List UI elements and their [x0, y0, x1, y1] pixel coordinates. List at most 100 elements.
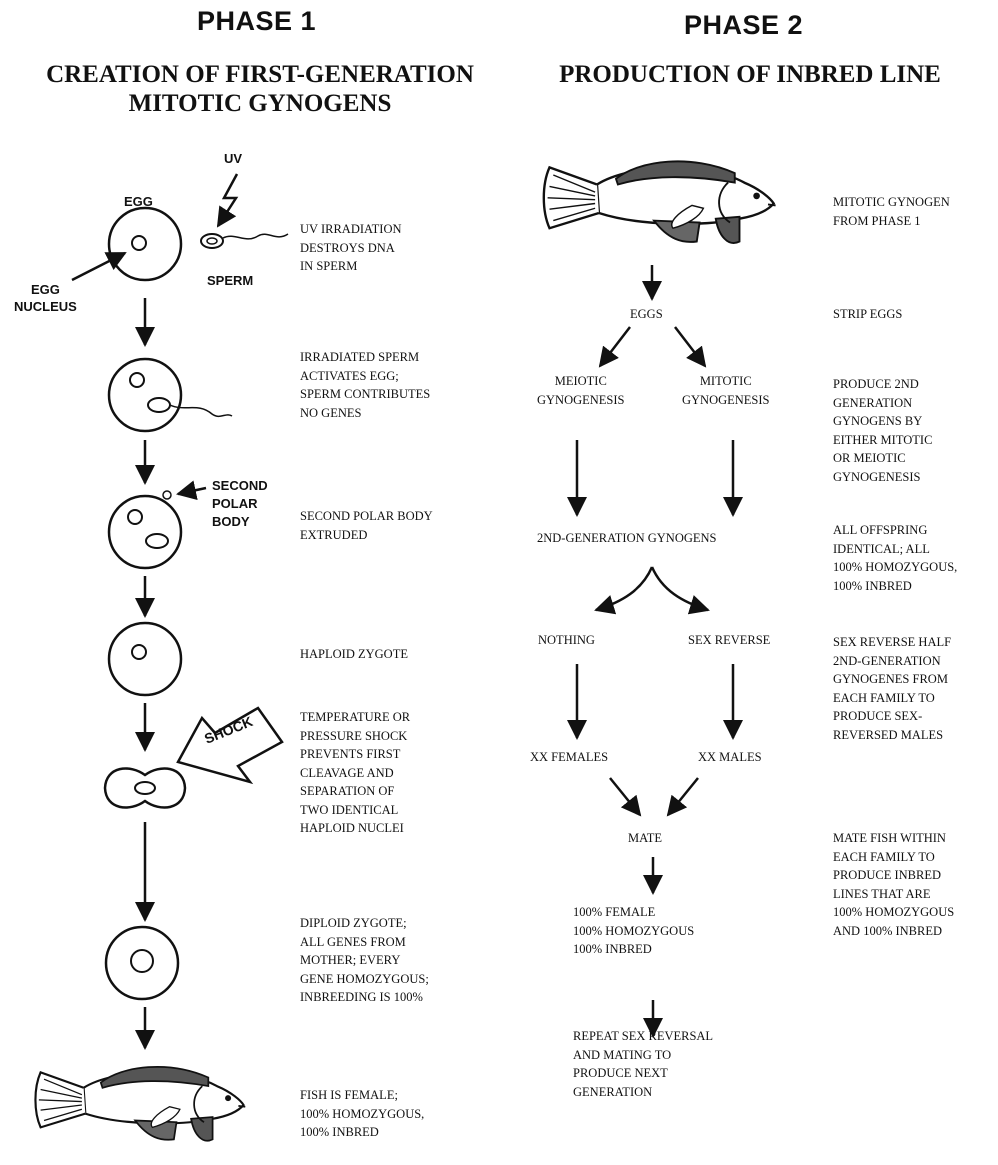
step-sperm-activation: IRRADIATED SPERM ACTIVATES EGG; SPERM CO…	[300, 348, 430, 422]
text-line: PRODUCE INBRED	[833, 868, 941, 882]
text-line: EACH FAMILY TO	[833, 690, 935, 705]
text-line: PRODUCE SEX-	[833, 709, 923, 723]
xx-males-label: XX MALES	[698, 750, 762, 764]
step-polar-body: SECOND POLAR BODY EXTRUDED	[300, 507, 433, 544]
text-line: NO GENES	[300, 405, 362, 420]
phase2-heading: PHASE 2	[684, 10, 804, 40]
nothing-label: NOTHING	[538, 633, 595, 647]
note-mate-fish: MATE FISH WITHIN EACH FAMILY TO PRODUCE …	[833, 829, 954, 940]
text-line: REVERSED MALES	[833, 727, 944, 742]
text-line: IDENTICAL; ALL	[833, 541, 930, 556]
meiotic-label: MEIOTIC GYNOGENESIS	[537, 372, 625, 409]
text-line: MATE FISH WITHIN	[833, 831, 946, 845]
text-line: ACTIVATES EGG;	[300, 368, 399, 383]
step-uv-irradiation: UV IRRADIATION DESTROYS DNA IN SPERM	[300, 220, 402, 276]
text-line: FROM PHASE 1	[833, 213, 921, 228]
text-line: AND 100% INBRED	[833, 923, 943, 938]
text-line: 100% HOMOZYGOUS	[833, 905, 955, 919]
step-shock: TEMPERATURE OR PRESSURE SHOCK PREVENTS F…	[300, 708, 410, 838]
text-line: GENERATION	[573, 1084, 653, 1099]
note-strip-eggs: STRIP EGGS	[833, 305, 902, 324]
phase1-heading: PHASE 1	[197, 6, 317, 36]
text-line: 100% HOMOZYGOUS,	[833, 560, 958, 574]
text-line: EACH FAMILY TO	[833, 849, 935, 864]
text-line: AND MATING TO	[573, 1047, 672, 1062]
text-line: IN SPERM	[300, 259, 358, 273]
text-line: GENE HOMOZYGOUS;	[300, 971, 429, 986]
text-line: SECOND POLAR BODY	[300, 509, 433, 523]
diploid-zygote	[104, 925, 180, 1001]
text-line: GYNOGENS BY	[833, 414, 923, 428]
egg-label: EGG	[124, 194, 153, 209]
phase1-title: CREATION OF FIRST-GENERATION MITOTIC GYN…	[20, 60, 500, 118]
cleaving-egg	[103, 767, 187, 809]
text-line: 100% INBRED	[833, 578, 912, 593]
step-haploid-zygote: HAPLOID ZYGOTE	[300, 645, 408, 664]
haploid-zygote	[107, 621, 183, 697]
note-sex-reverse-half: SEX REVERSE HALF 2ND-GENERATION GYNOGENE…	[833, 633, 951, 744]
text-line: MOTHER; EVERY	[300, 953, 401, 967]
result-label: 100% FEMALE 100% HOMOZYGOUS 100% INBRED	[573, 903, 694, 959]
text-line: GYNOGENESIS	[833, 469, 921, 484]
uv-bolt-icon	[216, 173, 239, 228]
xx-females-label: XX FEMALES	[530, 750, 609, 764]
repeat-label: REPEAT SEX REVERSAL AND MATING TO PRODUC…	[573, 1027, 713, 1101]
activated-egg	[107, 357, 233, 433]
label-line: SECOND	[212, 478, 268, 493]
text-line: PREVENTS FIRST	[300, 747, 401, 761]
text-line: 100% INBRED	[573, 942, 652, 956]
text-line: CLEAVAGE AND	[300, 765, 394, 780]
text-line: GYNOGENES FROM	[833, 672, 948, 686]
text-line: FISH IS FEMALE;	[300, 1088, 398, 1102]
label-line: EGG	[30, 282, 60, 297]
text-line: UV IRRADIATION	[300, 222, 402, 236]
label-line: NUCLEUS	[14, 299, 77, 314]
text-line: EXTRUDED	[300, 527, 368, 542]
gynogen-fish-icon	[542, 160, 777, 245]
text-line: ALL OFFSPRING	[833, 523, 928, 537]
text-line: 100% HOMOZYGOUS	[573, 923, 695, 938]
sperm-label: SPERM	[207, 273, 254, 288]
mate-label: MATE	[628, 831, 663, 845]
text-line: MEIOTIC	[554, 374, 607, 388]
text-line: TWO IDENTICAL	[300, 802, 399, 817]
text-line: EITHER MITOTIC	[833, 432, 933, 447]
step-fish-female: FISH IS FEMALE; 100% HOMOZYGOUS, 100% IN…	[300, 1086, 424, 1142]
polar-body-egg	[107, 480, 207, 570]
uv-label: UV	[224, 151, 243, 166]
text-line: OR MEIOTIC	[833, 451, 906, 465]
text-line: SEPARATION OF	[300, 784, 395, 798]
text-line: MITOTIC GYNOGEN	[833, 195, 950, 209]
text-line: PRODUCE NEXT	[573, 1066, 668, 1080]
second-polar-body-label: SECOND POLAR BODY	[212, 477, 268, 531]
text-line: ALL GENES FROM	[300, 934, 406, 949]
text-line: DIPLOID ZYGOTE;	[300, 916, 407, 930]
shock-arrow	[176, 706, 284, 785]
text-line: MITOTIC	[699, 374, 752, 388]
second-gen-gynogens-label: 2ND-GENERATION GYNOGENS	[537, 531, 717, 545]
text-line: INBREEDING IS 100%	[300, 990, 423, 1004]
sex-reverse-label: SEX REVERSE	[688, 633, 771, 647]
note-all-offspring: ALL OFFSPRING IDENTICAL; ALL 100% HOMOZY…	[833, 521, 957, 595]
text-line: LINES THAT ARE	[833, 886, 931, 901]
note-produce-2nd-gen: PRODUCE 2ND GENERATION GYNOGENS BY EITHE…	[833, 375, 932, 486]
phase2-title-line: PRODUCTION OF INBRED LINE	[559, 61, 941, 88]
phase1-title-line: MITOTIC GYNOGENS	[128, 90, 392, 117]
text-line: GENERATION	[833, 395, 913, 410]
egg-nucleus-label: EGG NUCLEUS	[14, 281, 77, 315]
text-line: IRRADIATED SPERM	[300, 350, 420, 364]
text-line: STRIP EGGS	[833, 307, 903, 321]
text-line: SEX REVERSE HALF	[833, 635, 952, 649]
sperm-icon	[200, 233, 289, 249]
egg-diagram	[71, 206, 183, 282]
phase2-title: PRODUCTION OF INBRED LINE	[530, 60, 970, 89]
text-line: HAPLOID ZYGOTE	[300, 647, 408, 661]
text-line: PRODUCE 2ND	[833, 377, 919, 391]
text-line: 100% INBRED	[300, 1125, 379, 1139]
note-mitotic-gynogen: MITOTIC GYNOGEN FROM PHASE 1	[833, 193, 950, 230]
text-line: DESTROYS DNA	[300, 240, 395, 255]
text-line: 2ND-GENERATION	[833, 653, 941, 668]
text-line: 100% FEMALE	[573, 905, 656, 919]
